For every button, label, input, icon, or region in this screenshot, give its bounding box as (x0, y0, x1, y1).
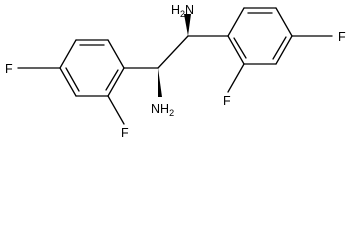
amine-top-label: H2N (171, 3, 194, 19)
left-aryl-ring (17, 39, 125, 125)
bond (275, 7, 293, 37)
bond (275, 35, 293, 65)
wedge-bond-top-amine (184, 14, 191, 36)
bond (59, 39, 77, 69)
fluorine-right-ortho: F (223, 94, 231, 108)
diamine-backbone (123, 14, 229, 97)
bond (107, 39, 125, 69)
bond (107, 95, 125, 125)
bond (107, 67, 125, 97)
fluorine-left-ortho: F (121, 126, 129, 140)
bond-central-cc (157, 35, 189, 69)
double-bond-inner (65, 67, 80, 92)
double-bond-inner (272, 36, 287, 60)
right-aryl-ring (227, 7, 333, 93)
amine-bottom-label: NH2 (151, 102, 174, 118)
molecule-structure: H2N NH2 F F F F (5, 3, 346, 140)
fluorine-right-para: F (338, 30, 346, 44)
bond (227, 7, 245, 37)
double-bond-inner (233, 37, 247, 59)
bond (227, 35, 245, 65)
bond (227, 63, 245, 93)
double-bond-inner (105, 69, 119, 91)
wedge-bond-bottom-amine (158, 68, 162, 97)
fluorine-left-para: F (5, 62, 13, 76)
bond (59, 67, 77, 97)
atom-labels: H2N NH2 F F F F (5, 3, 346, 140)
